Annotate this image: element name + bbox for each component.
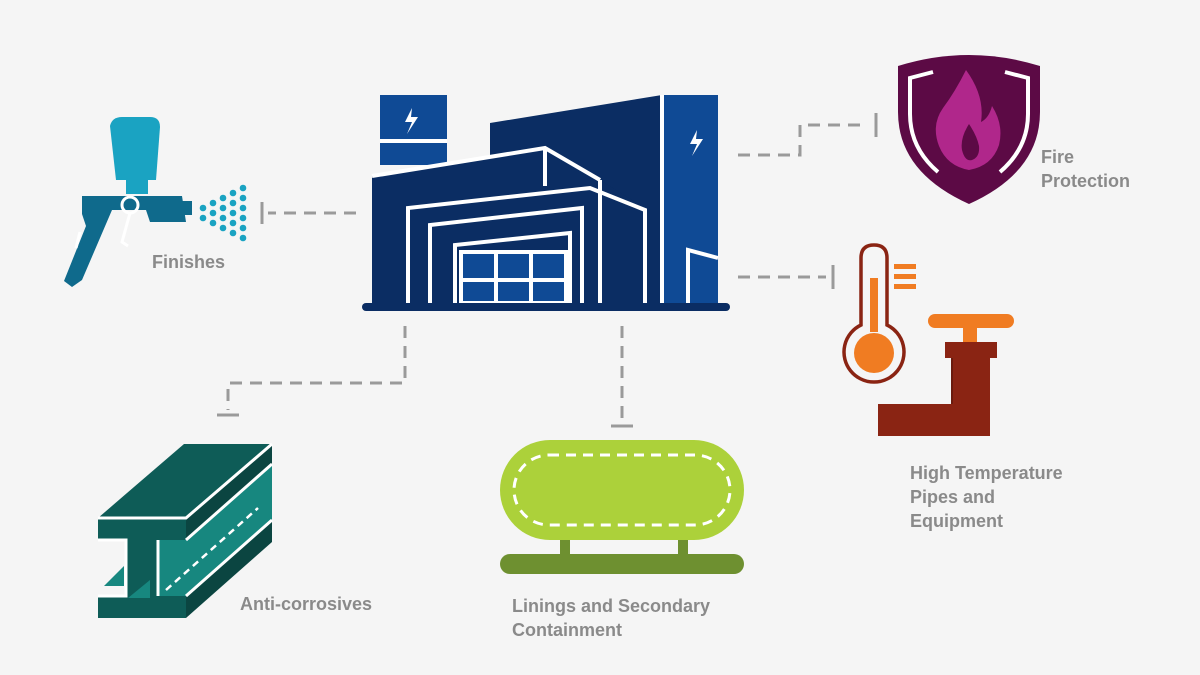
label-hightemp-line-2: Pipes and: [910, 487, 996, 507]
label-hightemp-line-1: High Temperature: [910, 463, 1063, 483]
spray-gun-icon: [64, 117, 247, 287]
label-linings-line-1: Linings and Secondary: [512, 596, 711, 616]
thermometer-pipe-icon: [842, 243, 1014, 436]
label-anti-corrosives: Anti-corrosives: [240, 592, 372, 616]
connector-fire: [738, 123, 866, 157]
connector-anticorrosives: [226, 326, 407, 410]
label-finishes: Finishes: [152, 250, 225, 274]
label-linings-line-2: Containment: [512, 620, 622, 640]
label-fire-line-2: Protection: [1041, 171, 1131, 191]
label-finishes-line-1: Finishes: [152, 252, 226, 272]
label-hightemp-line-3: Equipment: [910, 511, 1003, 531]
label-linings: Linings and Secondary Containment: [512, 594, 710, 642]
label-anticorrosives-line-1: Anti-corrosives: [240, 594, 373, 614]
fire-shield-icon: [898, 55, 1040, 204]
steel-beam-icon: [98, 442, 273, 618]
building-icon: [362, 95, 730, 311]
connectors: [217, 113, 878, 428]
label-high-temperature: High Temperature Pipes and Equipment: [910, 461, 1063, 533]
label-fire-protection: Fire Protection: [1041, 145, 1130, 193]
storage-tank-icon: [500, 440, 744, 574]
label-fire-line-1: Fire: [1041, 147, 1075, 167]
